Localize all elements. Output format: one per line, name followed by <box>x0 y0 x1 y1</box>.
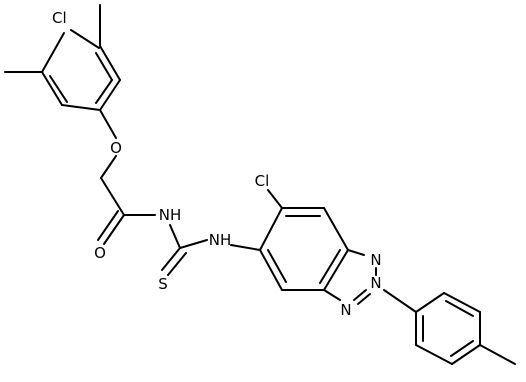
bond <box>179 239 208 249</box>
atom-label-nh-amide: NH <box>159 206 182 224</box>
bond <box>319 249 341 284</box>
bond <box>267 249 287 283</box>
bond <box>415 292 445 313</box>
bond <box>41 32 65 73</box>
bond <box>267 189 283 209</box>
bond <box>95 52 113 81</box>
atom-label-cl-top: Cl <box>52 9 67 27</box>
bond <box>479 344 516 365</box>
bond <box>169 224 181 249</box>
bond <box>61 104 101 111</box>
bond <box>41 71 63 106</box>
atom-label-n-triazole-bottom: N <box>340 301 351 319</box>
bond <box>70 29 100 49</box>
bond <box>415 344 453 365</box>
atom-label-o-ether: O <box>110 139 122 157</box>
bond <box>323 249 349 291</box>
bond <box>230 244 261 251</box>
atom-label-n-triazole-top: N <box>370 251 381 269</box>
bond <box>323 289 341 301</box>
bond <box>99 79 121 111</box>
atom-label-n-triazole-mid: N <box>370 274 381 292</box>
bond <box>95 79 113 104</box>
bond <box>167 252 187 276</box>
bond <box>357 293 371 305</box>
bond <box>347 249 365 256</box>
bonds <box>4 4 516 365</box>
bond <box>49 75 68 103</box>
bond <box>103 214 125 245</box>
atom-labels: Cl O O NH NH S Cl N N N <box>52 9 382 319</box>
atom-label-s-thione: S <box>158 275 168 293</box>
bond <box>323 207 349 251</box>
bond <box>259 249 283 291</box>
atom-label-nh-thiourea: NH <box>209 231 232 249</box>
atom-label-o-carbonyl: O <box>94 244 106 262</box>
bond <box>443 292 481 313</box>
bond <box>100 177 125 216</box>
bond <box>445 300 474 317</box>
bond <box>99 109 117 139</box>
atom-label-cl-ring: Cl <box>255 172 270 190</box>
bond <box>97 210 119 241</box>
bond <box>353 289 367 301</box>
bond <box>99 45 121 81</box>
bond <box>259 207 283 251</box>
bond <box>161 247 181 271</box>
bond <box>383 289 417 313</box>
bond <box>450 340 474 357</box>
bond <box>451 344 481 365</box>
bond <box>100 155 117 179</box>
